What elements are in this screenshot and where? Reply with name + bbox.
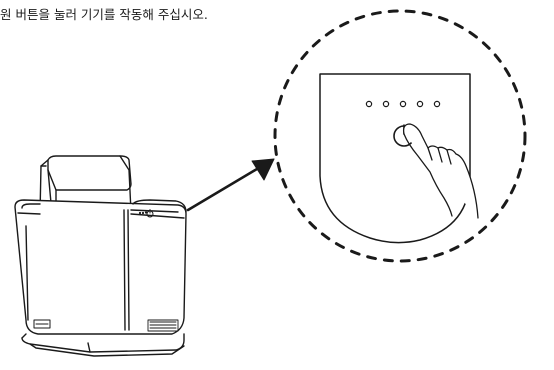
device (14, 155, 187, 357)
device-power-icon (138, 209, 154, 218)
instruction-text: 원 버튼을 눌러 기기를 작동해 주십시오. (0, 7, 208, 22)
device-base (21, 333, 185, 357)
indicator-lights (365, 100, 441, 108)
device-vent-left (33, 319, 51, 329)
arrow-right-icon (186, 158, 275, 212)
pointing-hand-icon (402, 123, 479, 219)
device-body (14, 199, 187, 335)
device-vent-right (147, 319, 179, 332)
control-panel (319, 73, 479, 244)
zoom-circle (273, 9, 527, 263)
